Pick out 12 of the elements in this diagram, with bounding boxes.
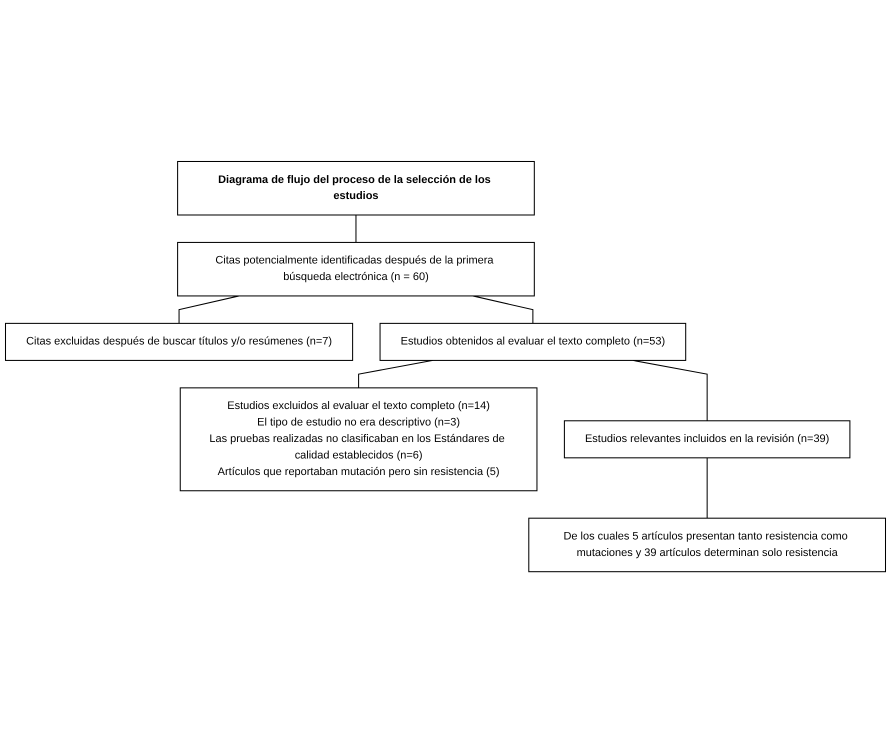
connector-line bbox=[706, 458, 708, 518]
connector-line bbox=[472, 295, 534, 324]
process-box: Estudios obtenidos al evaluar el texto completo (n=53) bbox=[380, 322, 686, 361]
process-box: De los cuales 5 artículos presentan tanto resistencia como mutaciones y 39 artículos determinan solo resistencia bbox=[528, 518, 886, 572]
process-box: Estudios excluidos al evaluar el texto completo (n=14) El tipo de estudio no era descriptivo (n=3) Las pruebas realizadas no clasificaban en los Estándares de calidad establecidos (n=6) Artículos que reportaban mutación pero sin resistencia (5) bbox=[180, 387, 538, 492]
process-box: Citas excluidas después de buscar títulos y/o resúmenes (n=7) bbox=[4, 322, 354, 361]
connector-line bbox=[178, 295, 240, 324]
connector-line bbox=[632, 360, 708, 421]
process-box: Citas potencialmente identificadas después de la primera búsqueda electrónica (n = 60) bbox=[177, 242, 535, 296]
process-box: Estudios relevantes incluidos en la revisión (n=39) bbox=[564, 420, 850, 458]
title-box: Diagrama de flujo del proceso de la selección de los estudios bbox=[177, 160, 535, 216]
connector-line bbox=[355, 214, 356, 242]
